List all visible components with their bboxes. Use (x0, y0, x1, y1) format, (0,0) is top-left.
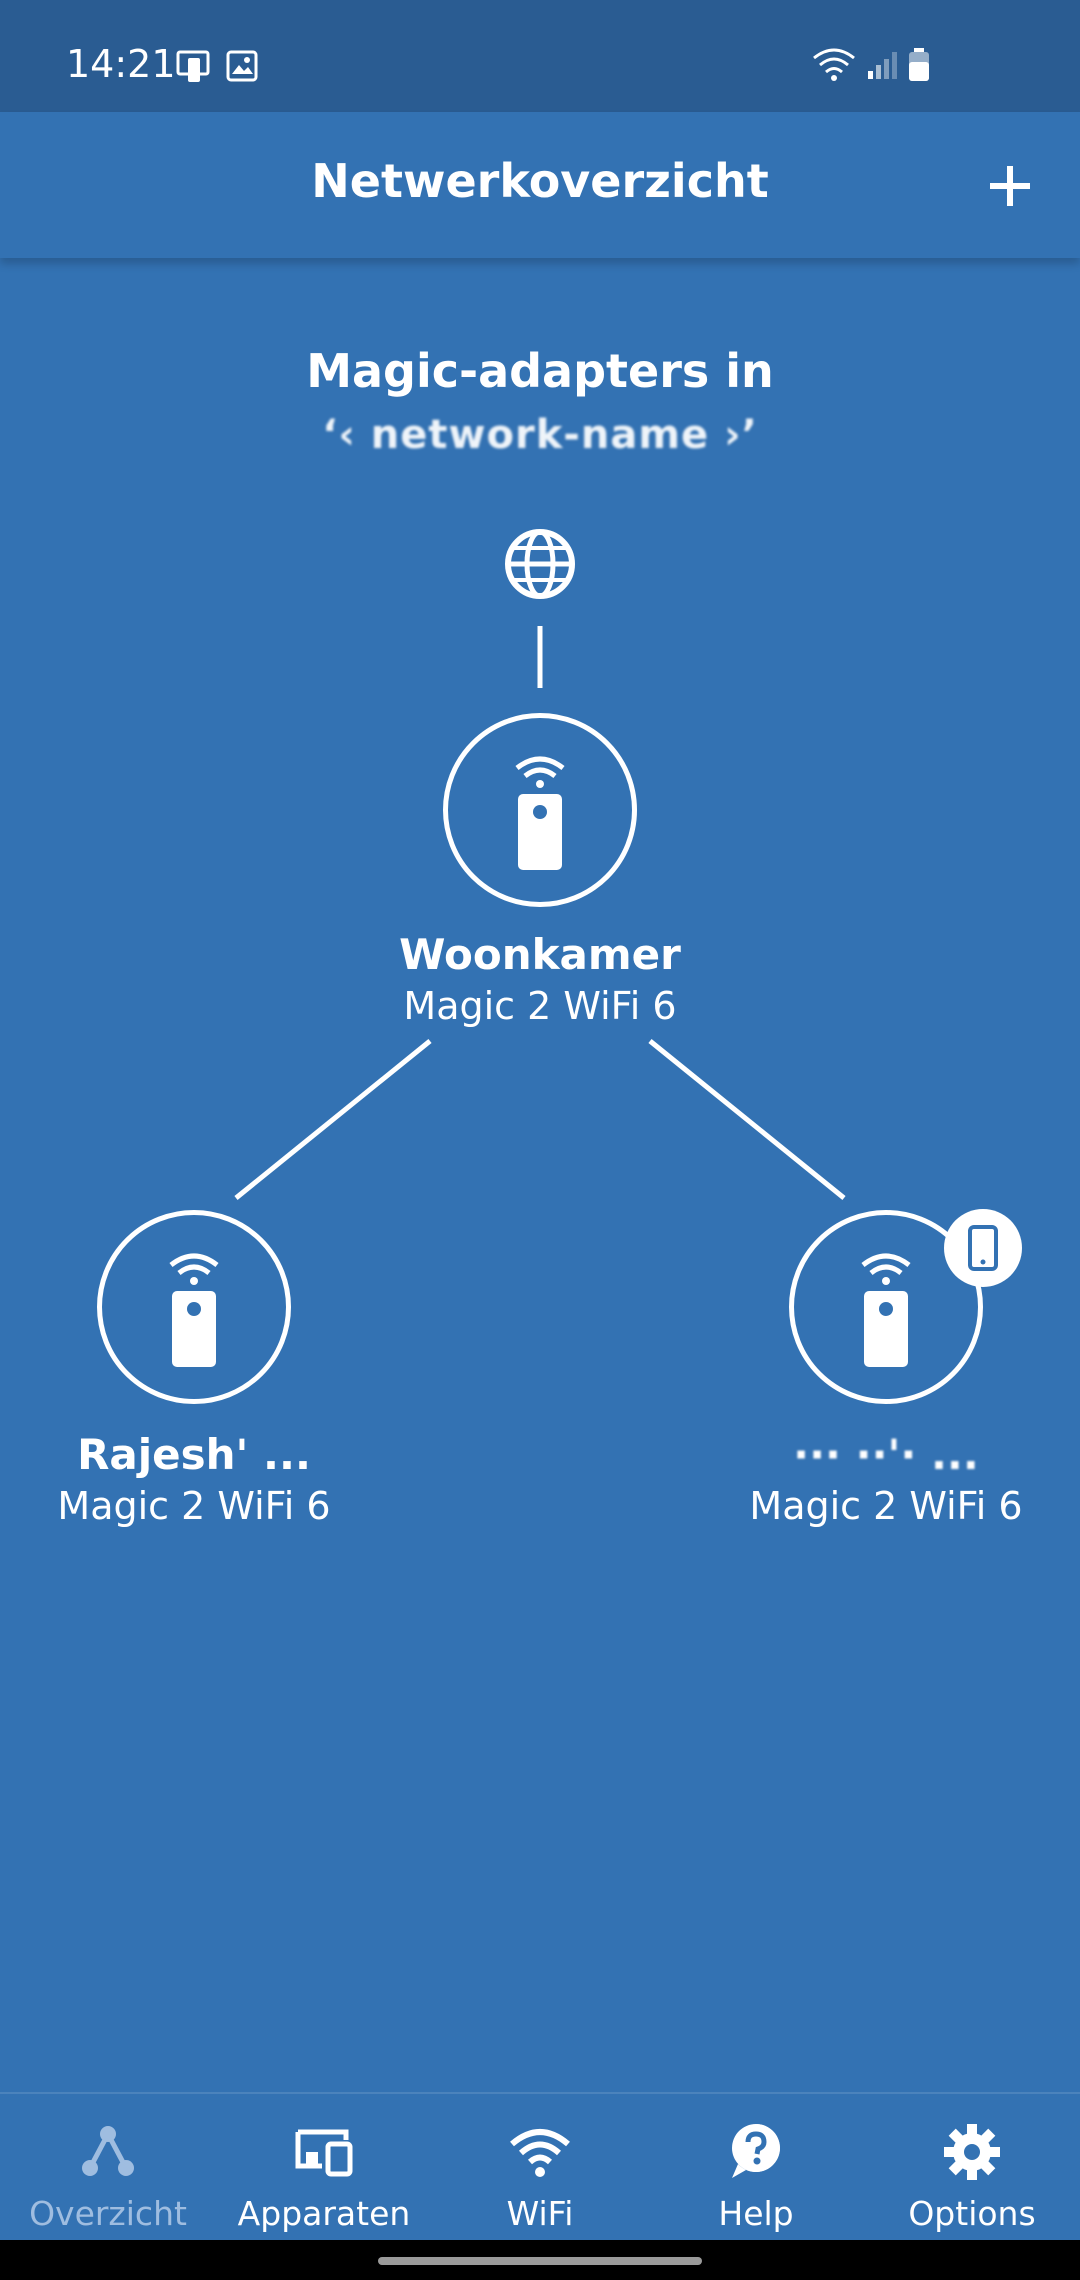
nav-label: Apparaten (237, 2194, 411, 2233)
image-icon (226, 50, 258, 88)
node-name: Rajesh' ... (77, 1430, 311, 1479)
overview-title: Magic-adapters in (306, 344, 774, 398)
screen-share-icon (176, 50, 212, 88)
nav-label: Options (908, 2194, 1036, 2233)
nav-overzicht[interactable]: Overzicht (0, 2094, 216, 2242)
battery-icon (908, 48, 930, 86)
home-gesture-bar[interactable] (378, 2257, 702, 2265)
devices-icon (295, 2129, 353, 2177)
wifi-icon (510, 2129, 570, 2177)
status-bar: 14:21 (0, 0, 1080, 112)
network-name: ‘‹ network-name ›’ (322, 412, 758, 458)
signal-icon (866, 49, 898, 85)
network-overview-icon (82, 2126, 134, 2176)
help-icon (732, 2124, 780, 2178)
node-name: ··· ··'· ... (793, 1430, 979, 1479)
nav-help[interactable]: Help (648, 2094, 864, 2242)
adapter-node-left[interactable] (97, 1210, 291, 1404)
wifi-icon (812, 48, 856, 86)
link-left (234, 1039, 432, 1200)
nav-wifi[interactable]: WiFi (432, 2094, 648, 2242)
mobile-phone-badge (944, 1209, 1022, 1287)
bottom-navigation: Overzicht Apparaten WiFi Help (0, 2092, 1080, 2242)
mobile-phone-icon (968, 1225, 998, 1271)
page-title: Netwerkoverzicht (311, 154, 769, 208)
adapter-node-woonkamer[interactable] (443, 713, 637, 907)
powerline-adapter-icon (169, 1253, 219, 1367)
powerline-adapter-icon (861, 1253, 911, 1367)
nav-label: WiFi (506, 2194, 574, 2233)
app-bar: Netwerkoverzicht (0, 112, 1080, 258)
node-name: Woonkamer (399, 930, 681, 979)
node-model: Magic 2 WiFi 6 (57, 1484, 331, 1528)
node-model: Magic 2 WiFi 6 (749, 1484, 1023, 1528)
nav-options[interactable]: Options (864, 2094, 1080, 2242)
gear-icon (944, 2124, 1000, 2180)
link-right (648, 1039, 846, 1200)
powerline-adapter-icon (515, 756, 565, 870)
nav-label: Help (718, 2194, 794, 2233)
nav-label: Overzicht (29, 2194, 187, 2233)
adapter-node-right[interactable] (789, 1210, 983, 1404)
plus-icon (990, 166, 1030, 206)
nav-apparaten[interactable]: Apparaten (216, 2094, 432, 2242)
node-model: Magic 2 WiFi 6 (403, 984, 677, 1028)
globe-icon (504, 528, 576, 600)
add-button[interactable] (980, 156, 1040, 216)
status-time: 14:21 (66, 42, 176, 86)
